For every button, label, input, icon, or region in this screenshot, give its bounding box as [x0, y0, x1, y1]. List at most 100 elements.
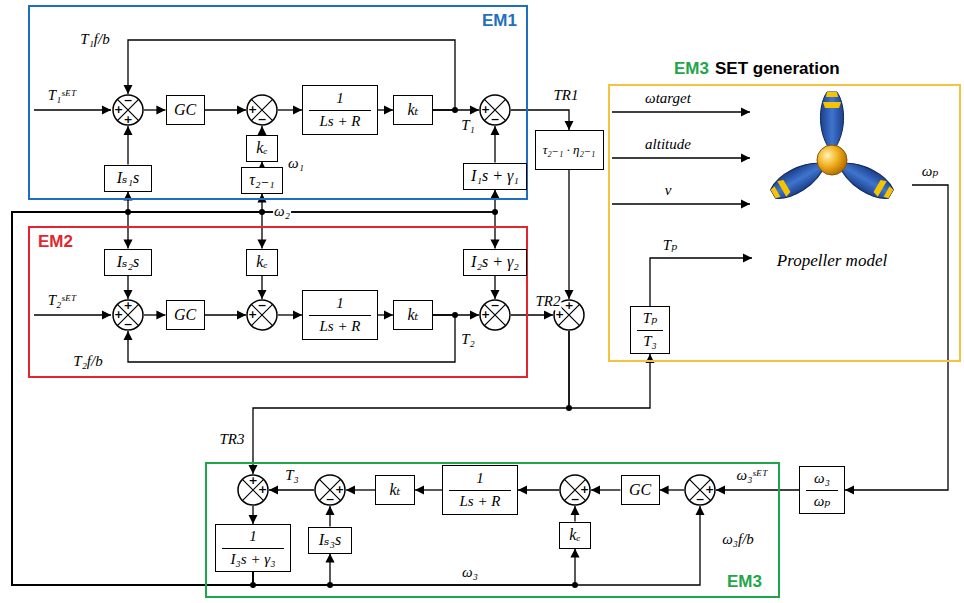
block-label: Tₚ	[643, 310, 657, 327]
title-wrap: EM3	[727, 572, 762, 592]
signal-label: T₂ˢᴱᵀ	[47, 292, 78, 309]
signal-connector	[511, 110, 569, 130]
label-anchor: ω₃ˢᴱᵀ	[736, 467, 769, 484]
summing-junction: ++	[237, 474, 269, 506]
propeller-blade	[820, 92, 843, 152]
signal-label: ωtarget	[644, 90, 692, 107]
block-label: Ls + R	[320, 113, 361, 130]
sign-symbol: +	[123, 114, 132, 126]
signal-connector	[205, 314, 247, 315]
block-label: Ls + R	[460, 493, 501, 510]
sign-symbol: +	[114, 309, 123, 321]
sign-symbol: −	[490, 114, 499, 126]
label-anchor: v	[664, 182, 673, 199]
sign-slot: +	[554, 309, 566, 321]
block-label: kₜ	[389, 481, 400, 499]
sign-symbol: −	[257, 114, 266, 126]
signal-label: T₁	[460, 117, 476, 134]
fraction-block: 1I₃s + γ₃	[215, 524, 291, 572]
label-anchor: ω₂	[273, 203, 291, 220]
sign-slot: +	[122, 300, 134, 312]
signal-connector	[518, 489, 559, 490]
sign-slot: −	[694, 494, 706, 506]
signal-connector	[346, 489, 375, 490]
fraction-bar	[449, 490, 511, 491]
transfer-block: Iₛ₁s	[104, 165, 152, 192]
signal-connector	[591, 489, 621, 490]
label-anchor: ωtarget	[644, 90, 692, 107]
sign-slot: +	[247, 104, 259, 116]
fraction-block: TₚT₃	[630, 306, 670, 354]
signal-connector	[378, 109, 393, 110]
sign-symbol: +	[248, 475, 257, 487]
signal-connector	[574, 506, 575, 522]
sign-symbol: +	[564, 300, 573, 312]
group-title: EM3	[727, 572, 762, 592]
sign-symbol: +	[335, 484, 344, 496]
signal-connector	[252, 506, 253, 524]
transfer-block: I₁s + γ₁	[463, 163, 527, 190]
sign-slot: −	[256, 114, 268, 126]
signal-connector	[660, 489, 685, 490]
summing-junction: +−	[479, 94, 511, 126]
sign-slot: +	[334, 484, 346, 496]
label-anchor: ω₁	[287, 155, 305, 172]
label-anchor: TR1	[552, 87, 579, 104]
signal-connector	[278, 109, 302, 110]
signal-connector	[494, 126, 495, 163]
label-anchor: Tₚ	[662, 237, 678, 254]
signal-label: ω₃f/b	[721, 531, 755, 548]
group-frame: Propeller modelTₚT₃EM3SET generation	[608, 84, 961, 362]
fraction-bar	[309, 110, 371, 111]
summing-junction: +−	[246, 94, 278, 126]
block-label: Iₛ₁s	[117, 169, 140, 187]
block-label: I₁s + γ₁	[471, 167, 519, 185]
label-anchor: T₁ˢᴱᵀ	[47, 87, 78, 104]
transfer-block: I₂s + γ₂	[463, 249, 527, 276]
label-anchor: ω₃	[461, 564, 479, 581]
signal-label: Tₚ	[662, 237, 678, 254]
block-label: kₑ	[569, 526, 580, 544]
sign-slot: +	[113, 309, 125, 321]
signal-label: T₃	[284, 467, 300, 484]
fraction-block: 1Ls + R	[442, 465, 518, 515]
transfer-block: kₜ	[393, 95, 433, 125]
summing-junction: −+	[479, 299, 511, 331]
sign-slot: +	[704, 484, 716, 496]
signal-label: ω₃ˢᴱᵀ	[736, 467, 769, 484]
propeller-hub	[817, 145, 847, 175]
signal-connector	[144, 314, 166, 315]
signal-label: ω₁	[287, 155, 305, 172]
signal-label: altitude	[644, 136, 692, 153]
fraction-block: 1Ls + R	[302, 290, 378, 340]
summing-junction: +−	[314, 474, 346, 506]
input-arrow	[612, 203, 750, 204]
summing-junction: −+	[246, 299, 278, 331]
transfer-block: kₑ	[246, 249, 278, 276]
signal-label: T₁ˢᴱᵀ	[47, 87, 78, 104]
signal-label: ωₚ	[921, 163, 940, 180]
signal-connector	[845, 185, 948, 490]
sign-slot: +	[579, 484, 591, 496]
signal-connector	[378, 314, 393, 315]
signal-connector	[415, 489, 442, 490]
transfer-block: Iₛ₂s	[104, 249, 152, 276]
transfer-block: Iₛ₃s	[308, 527, 352, 554]
signal-connector	[329, 506, 330, 527]
signal-connector	[253, 506, 700, 585]
signal-connector	[127, 126, 128, 165]
label-anchor: altitude	[644, 136, 692, 153]
summing-junction: +−	[684, 474, 716, 506]
group-title: SET generation	[715, 59, 840, 79]
sign-symbol: −	[123, 95, 132, 107]
label-anchor: T₃	[284, 467, 300, 484]
fraction-bar	[637, 330, 663, 331]
block-label: 1	[249, 528, 257, 545]
title-wrap: EM3SET generation	[674, 59, 840, 79]
sign-symbol: +	[248, 309, 257, 321]
transfer-block: τ₂₋₁	[241, 167, 283, 194]
signal-connector	[494, 276, 495, 300]
title-wrap: EM2	[38, 232, 73, 252]
input-arrow	[612, 111, 750, 112]
signal-connector	[511, 314, 553, 315]
